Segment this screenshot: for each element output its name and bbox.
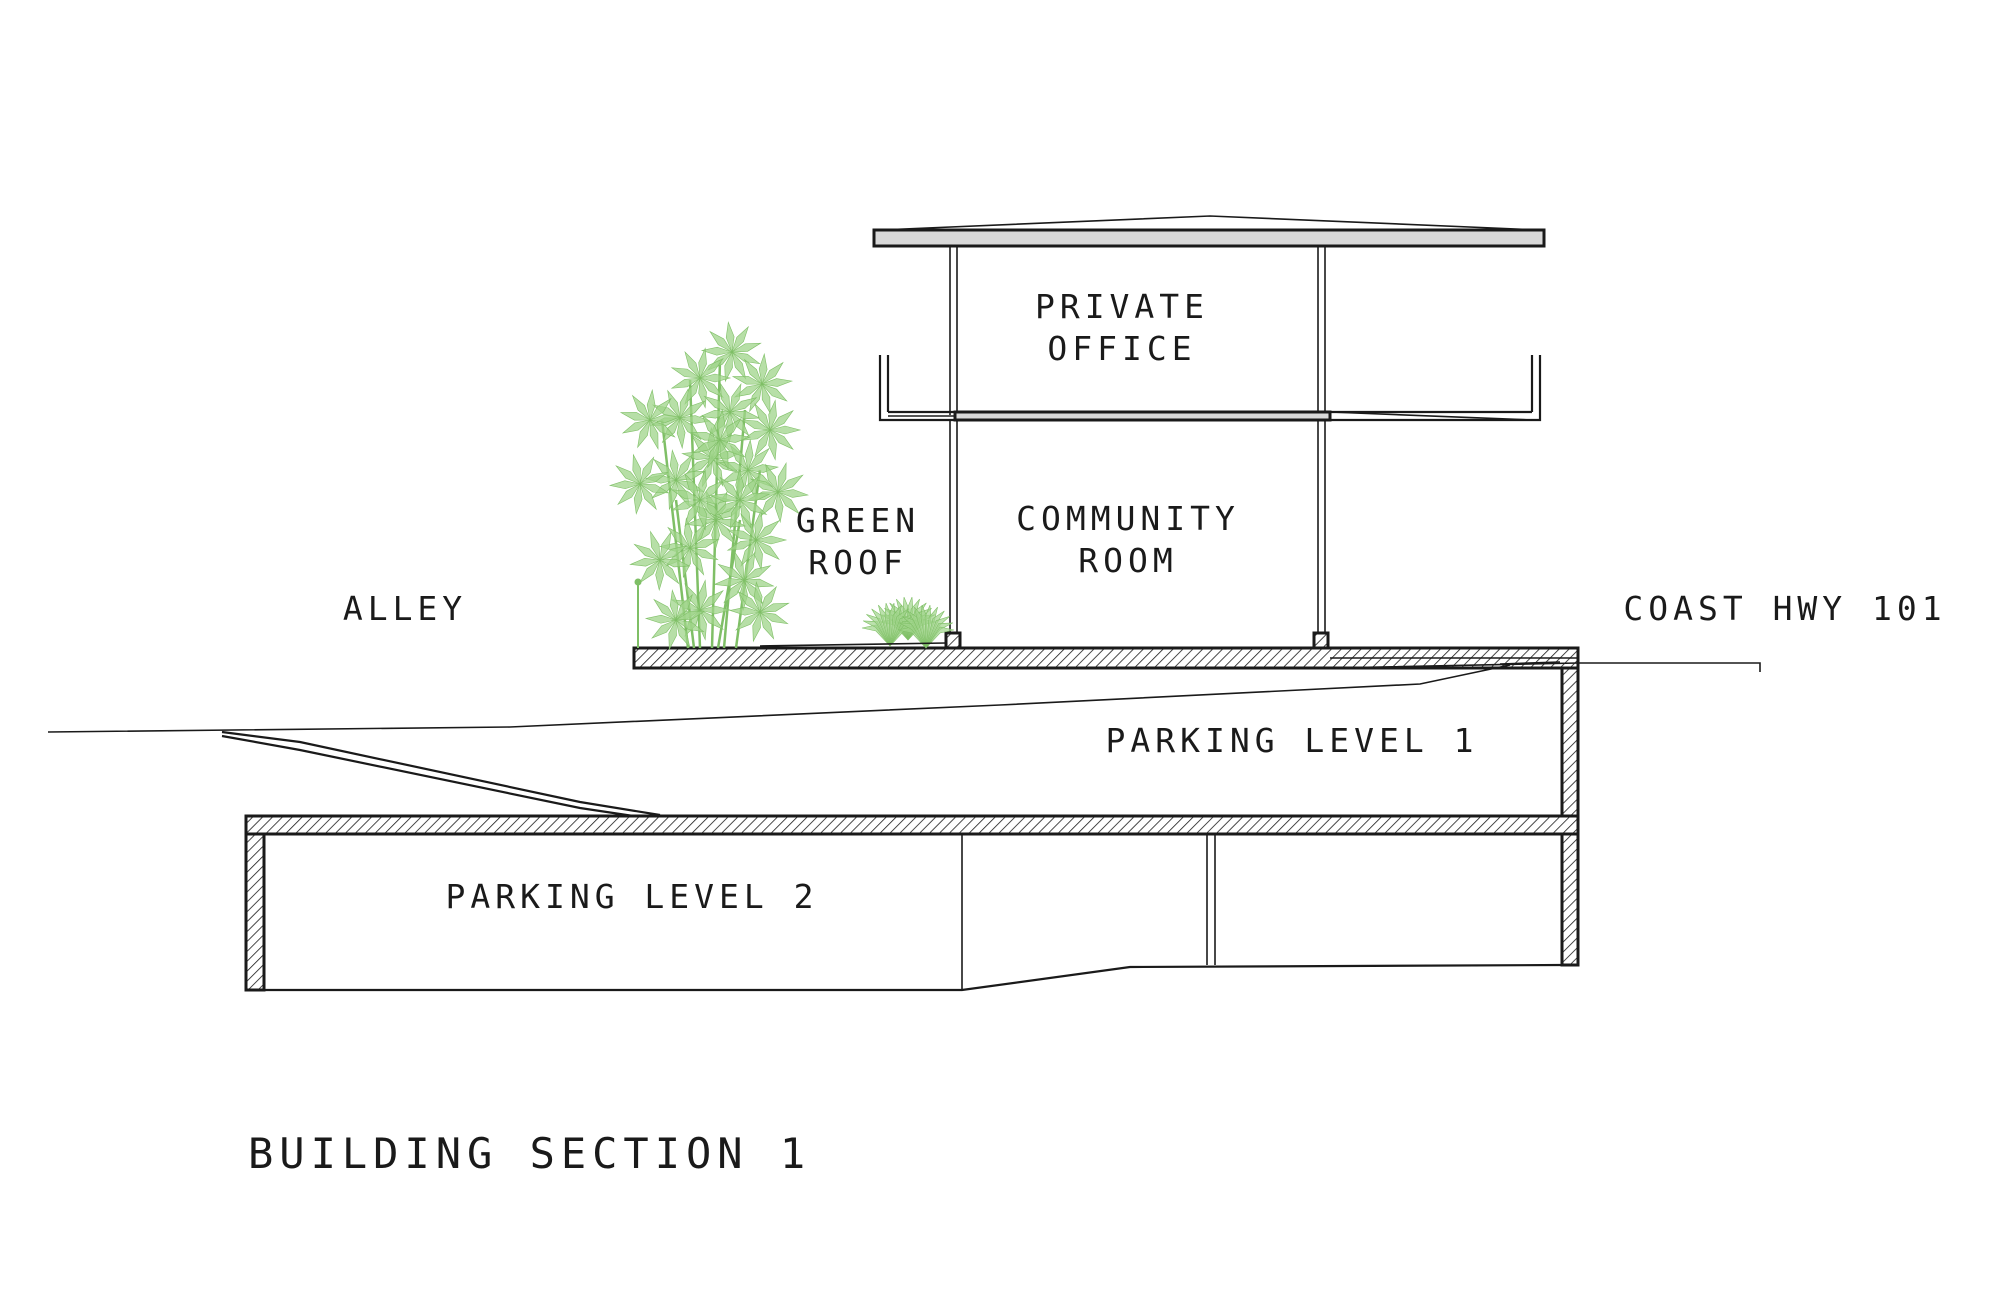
parking-level-2-label: PARKING LEVEL 2	[445, 877, 818, 916]
parking-level-2-floor	[246, 963, 1563, 992]
alley-label: ALLEY	[343, 589, 467, 628]
podium-slab	[632, 646, 1580, 670]
upper-columns	[949, 246, 1326, 415]
parking-level-1-slab	[244, 814, 1580, 836]
bamboo-leaf-cluster	[644, 589, 706, 651]
green-roof-label: ROOF	[808, 543, 907, 582]
private-office-label: OFFICE	[1047, 329, 1196, 368]
bamboo-leaf-cluster	[670, 469, 732, 531]
street-grade-line	[1329, 661, 1761, 672]
bamboo-leaf-cluster	[619, 388, 682, 451]
roof-slab	[872, 215, 1546, 248]
coast-hwy-label: COAST HWY 101	[1623, 589, 1946, 628]
shrub-leaf-cluster	[861, 602, 919, 647]
bamboo-leaf-cluster	[728, 581, 790, 643]
railing-post	[634, 578, 642, 648]
bamboo-leaf-cluster	[608, 453, 670, 515]
bamboo-leaf-cluster	[709, 468, 771, 530]
west-wall	[244, 832, 266, 992]
parking-level-2-columns	[961, 834, 1216, 990]
bamboo-leaf-cluster	[689, 408, 752, 471]
bamboo-plant	[608, 321, 810, 651]
private-office-label: PRIVATE	[1035, 287, 1209, 326]
alley-grade-line	[47, 664, 1511, 733]
lower-columns	[944, 420, 1330, 650]
bamboo-leaf-cluster	[670, 347, 732, 409]
community-room-label: ROOM	[1078, 541, 1177, 580]
bamboo-stem	[722, 409, 747, 649]
second-floor-slab	[878, 355, 1542, 422]
green-roof-shrub	[861, 596, 955, 649]
green-roof-label: GREEN	[796, 501, 920, 540]
shrub-leaf-cluster	[897, 604, 955, 649]
bamboo-leaf-cluster	[629, 530, 691, 592]
ramp	[221, 730, 661, 822]
bamboo-leaf-cluster	[726, 509, 788, 571]
parking-level-1-label: PARKING LEVEL 1	[1105, 721, 1478, 760]
section-title: BUILDING SECTION 1	[248, 1129, 811, 1178]
community-room-label: COMMUNITY	[1016, 499, 1240, 538]
